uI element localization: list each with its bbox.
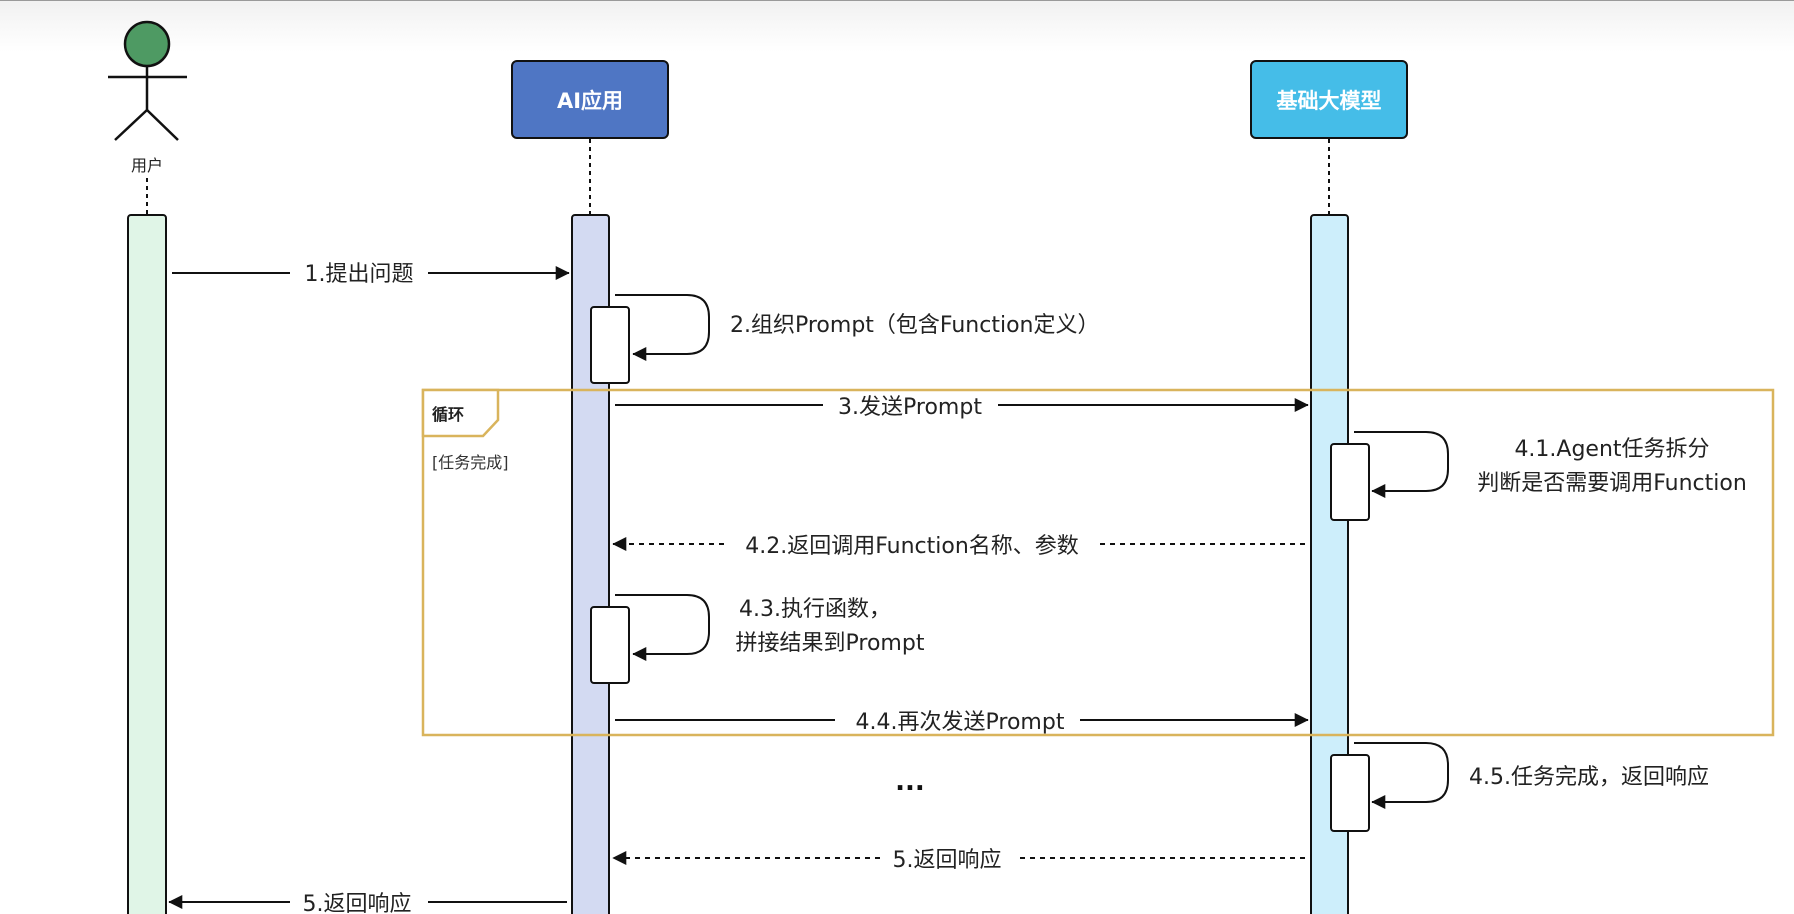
message-4-3-self-call: 4.3.执行函数， 拼接结果到Prompt	[590, 594, 925, 684]
window-top-border	[0, 0, 1794, 1]
app-activation-1	[590, 306, 630, 384]
message-5-label-user: 5.返回响应	[303, 892, 412, 914]
message-5-app-to-user: 5.返回响应	[168, 892, 567, 914]
loop-condition: [任务完成]	[432, 453, 509, 472]
model-header-label: 基础大模型	[1277, 89, 1382, 113]
message-4-4-label: 4.4.再次发送Prompt	[856, 710, 1065, 735]
message-4-4: 4.4.再次发送Prompt	[615, 710, 1309, 735]
model-activation-1	[1330, 443, 1370, 521]
message-1: 1.提出问题	[172, 262, 570, 287]
message-5-label-model: 5.返回响应	[893, 848, 1002, 873]
message-4-3-label-line1: 4.3.执行函数，	[739, 597, 891, 622]
actor-head	[123, 20, 171, 68]
message-2-self-call: 2.组织Prompt（包含Function定义）	[590, 294, 1100, 384]
message-3-label: 3.发送Prompt	[838, 395, 982, 420]
user-actor: 用户	[108, 20, 187, 175]
app-participant-header: AI应用	[511, 60, 669, 139]
message-4-2-label: 4.2.返回调用Function名称、参数	[745, 534, 1079, 559]
model-activation-2	[1330, 754, 1370, 832]
loop-label: 循环	[432, 405, 464, 424]
message-5-model-to-app: 5.返回响应	[612, 848, 1305, 873]
message-4-5-self-call: 4.5.任务完成，返回响应	[1330, 742, 1709, 832]
message-4-1-self-call: 4.1.Agent任务拆分 判断是否需要调用Function	[1330, 431, 1747, 521]
message-4-2: 4.2.返回调用Function名称、参数	[612, 534, 1305, 559]
message-4-1-label-line2: 判断是否需要调用Function	[1477, 471, 1747, 496]
model-participant-header: 基础大模型	[1250, 60, 1408, 139]
app-activation-2	[590, 606, 630, 684]
message-4-5-label: 4.5.任务完成，返回响应	[1469, 765, 1709, 790]
message-4-1-label-line1: 4.1.Agent任务拆分	[1514, 437, 1709, 462]
ellipsis: ...	[895, 767, 925, 797]
user-lifeline	[127, 214, 167, 914]
user-label: 用户	[131, 156, 163, 175]
app-header-label: AI应用	[557, 89, 623, 113]
message-4-3-label-line2: 拼接结果到Prompt	[736, 631, 925, 656]
message-3: 3.发送Prompt	[615, 395, 1309, 420]
message-2-label: 2.组织Prompt（包含Function定义）	[730, 313, 1100, 338]
loop-frame: 循环 [任务完成]	[421, 388, 1775, 737]
message-1-label: 1.提出问题	[305, 262, 414, 287]
